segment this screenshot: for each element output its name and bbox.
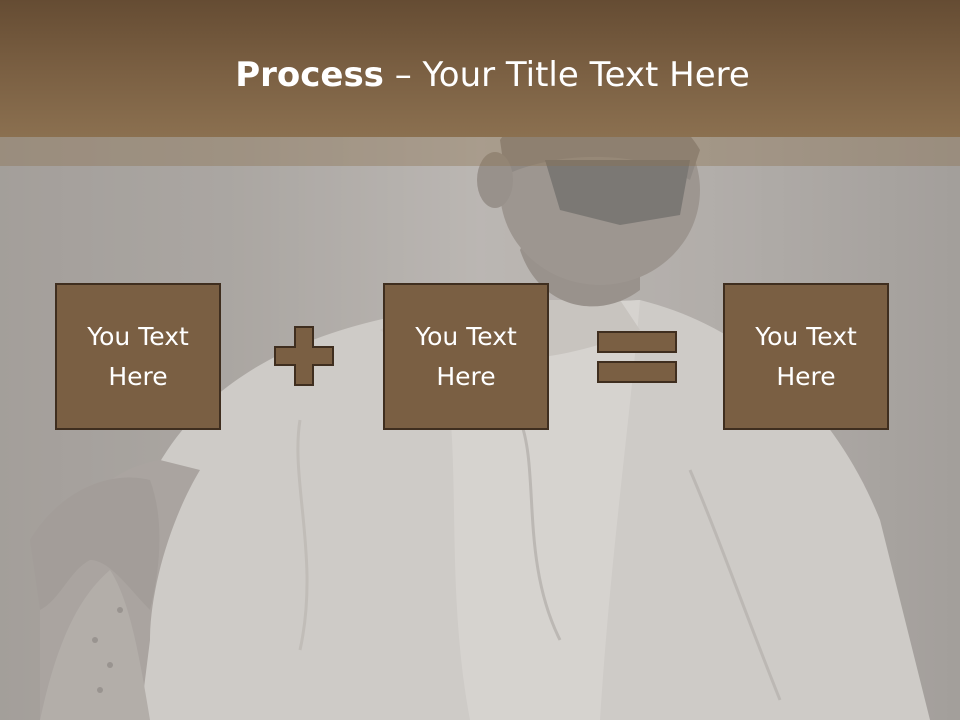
slide-title-rest: – Your Title Text Here (383, 55, 750, 95)
process-box-text: You Text Here (415, 321, 517, 391)
process-box-1[interactable]: You Text Here (55, 283, 221, 430)
equals-icon (597, 331, 677, 383)
title-band (0, 137, 960, 166)
process-box-3[interactable]: You Text Here (723, 283, 889, 430)
process-box-text: You Text Here (87, 321, 189, 391)
plus-icon (274, 326, 334, 386)
title-bar (0, 0, 960, 137)
process-box-2[interactable]: You Text Here (383, 283, 549, 430)
slide-title-bold: Process (235, 55, 384, 95)
process-box-text: You Text Here (755, 321, 857, 391)
slide-title[interactable]: Process – Your Title Text Here (0, 52, 960, 98)
